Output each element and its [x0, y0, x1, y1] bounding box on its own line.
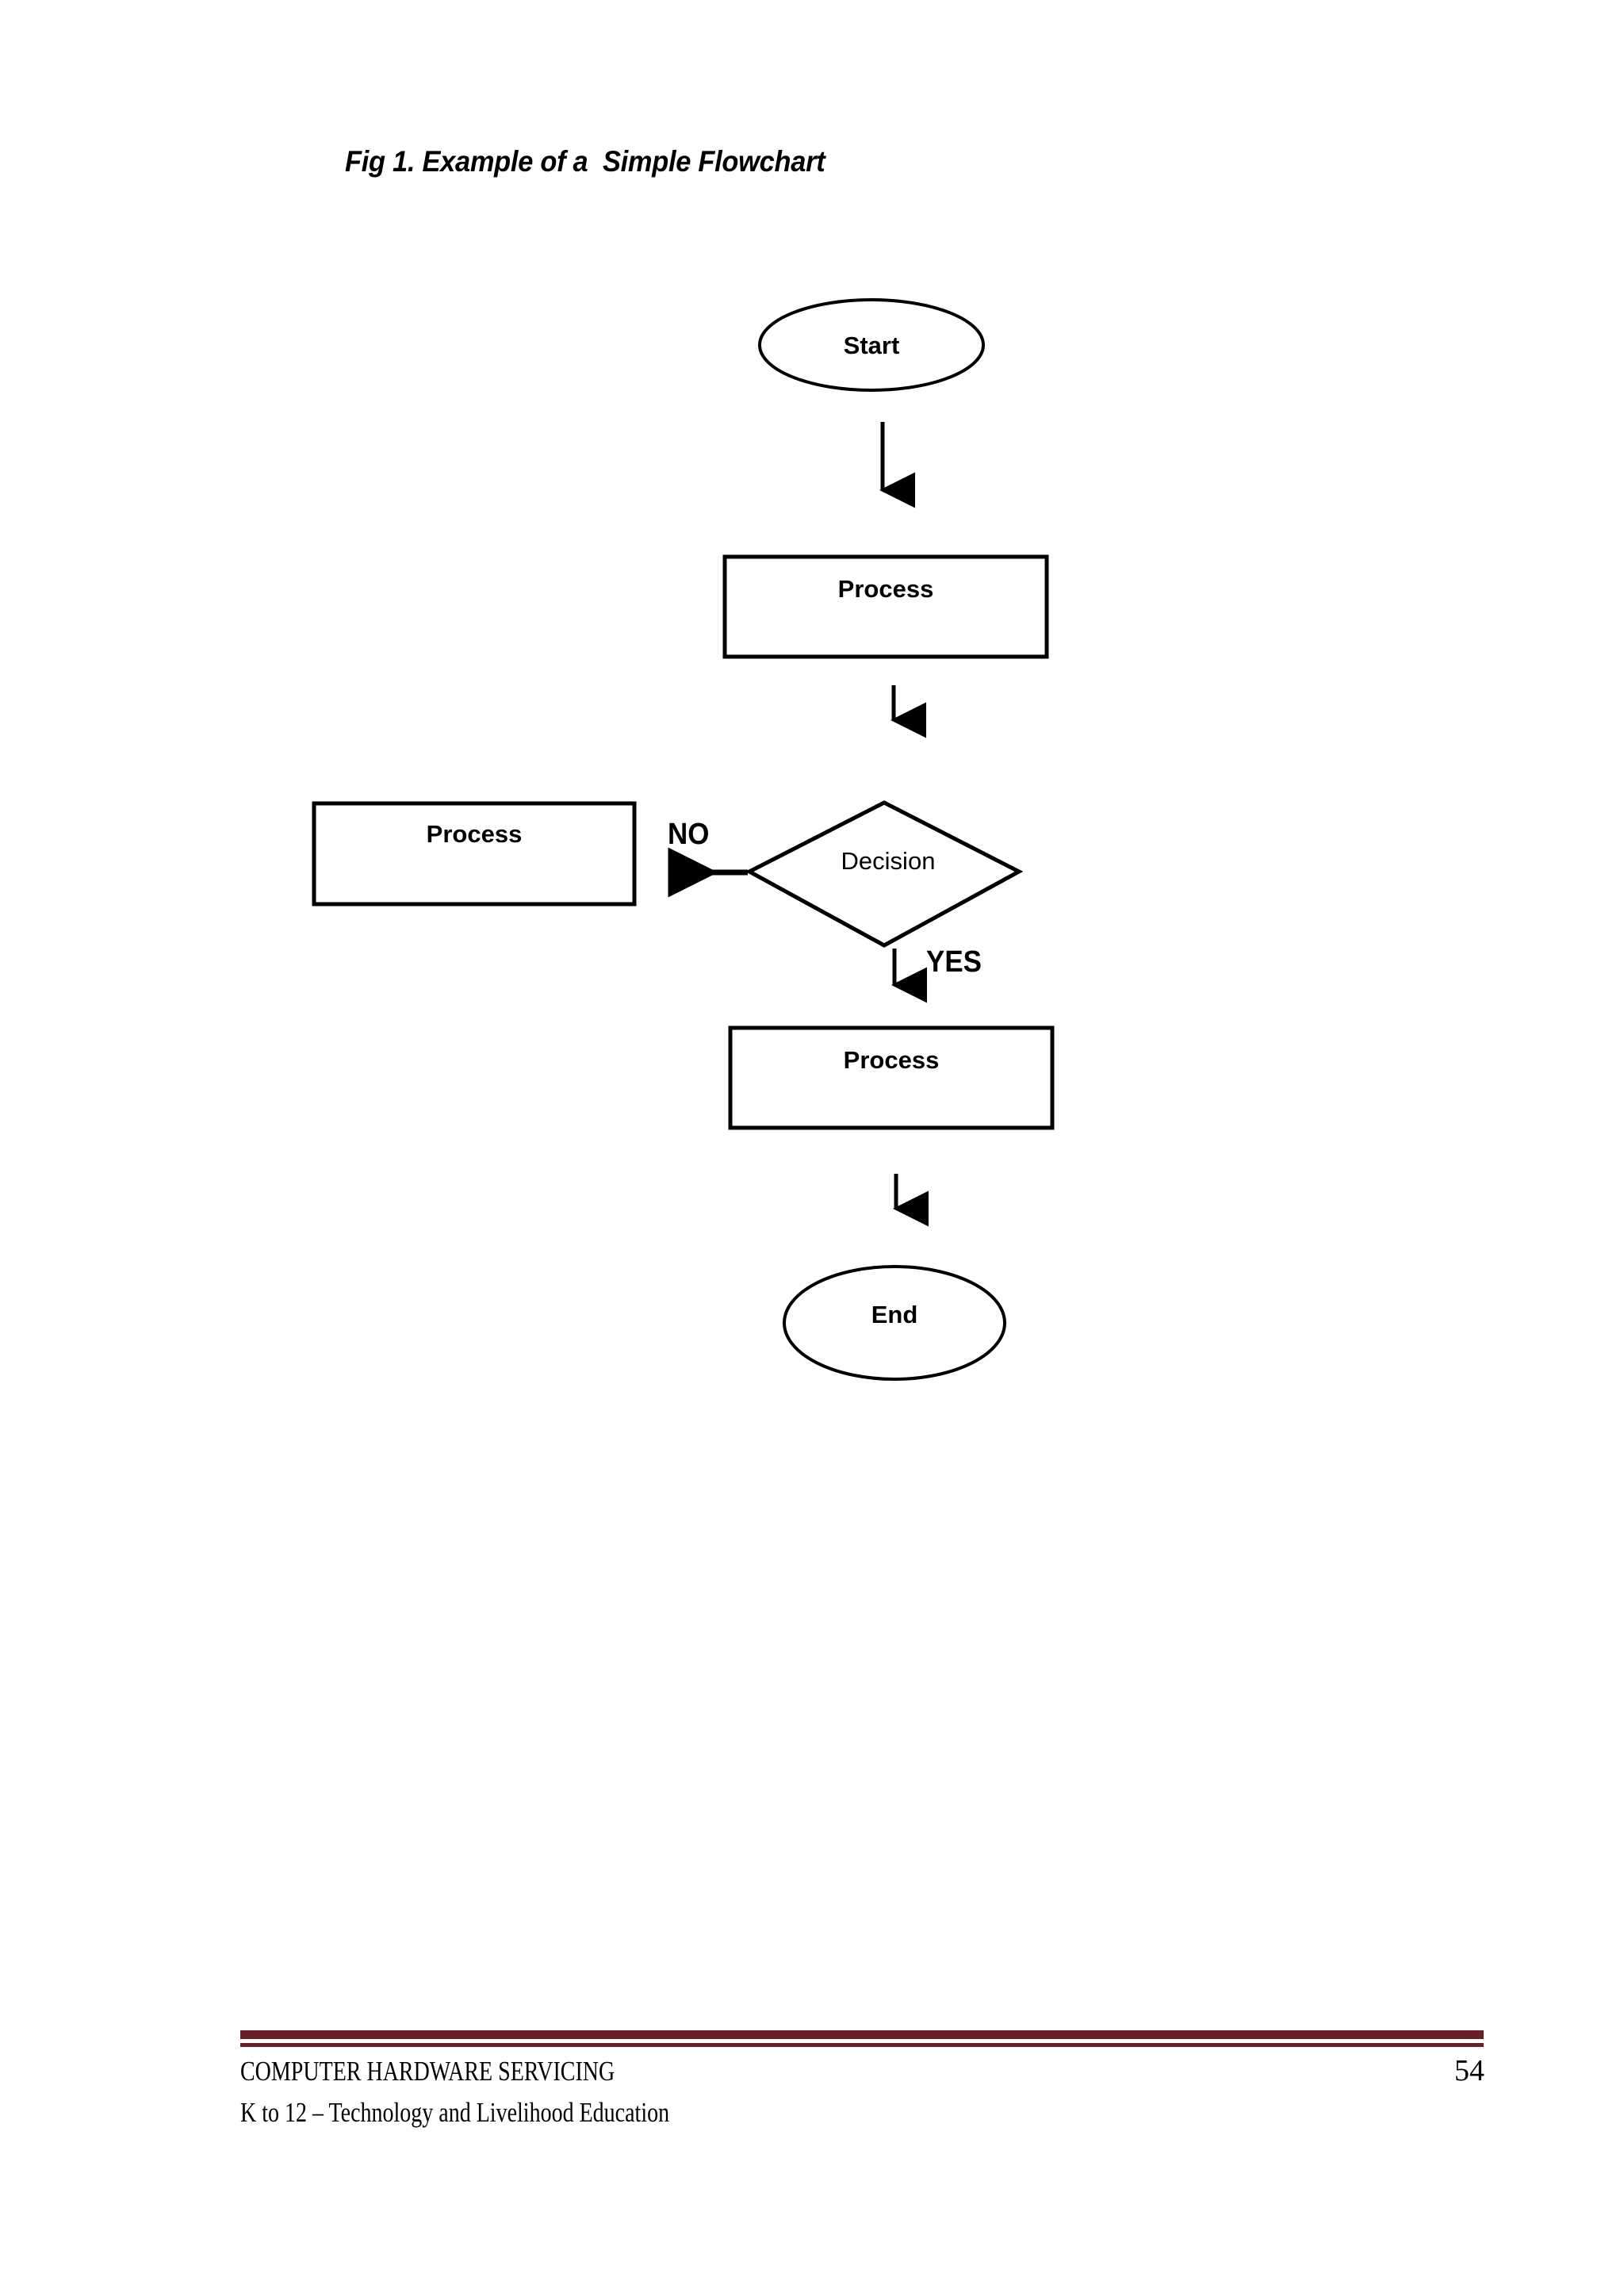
node-process1-label: Process: [837, 575, 934, 603]
flowchart-diagram: [312, 298, 1055, 1381]
footer-divider-thin: [240, 2043, 1484, 2047]
footer-program-title: K to 12 – Technology and Livelihood Educ…: [240, 2097, 670, 2128]
node-decision-shape[interactable]: [745, 800, 1024, 948]
node-process1-shape[interactable]: [722, 554, 1049, 659]
footer-subject-title: COMPUTER HARDWARE SERVICING: [240, 2056, 615, 2087]
node-start-shape[interactable]: [758, 298, 985, 392]
node-process3-label: Process: [843, 1046, 940, 1074]
node-end-shape[interactable]: [783, 1265, 1006, 1381]
node-start-label: Start: [843, 332, 900, 359]
edge-label-no: NO: [668, 818, 710, 851]
node-decision-label: Decision: [841, 847, 936, 875]
figure-title: Fig 1. Example of a Simple Flowchart: [345, 145, 825, 178]
node-process3-shape[interactable]: [728, 1025, 1055, 1130]
edge-label-yes: YES: [926, 945, 982, 979]
node-process2-label: Process: [426, 820, 523, 848]
node-end-label: End: [871, 1301, 918, 1328]
footer-page-number: 54: [1454, 2054, 1484, 2087]
footer-divider-thick: [240, 2030, 1484, 2039]
node-process2-shape[interactable]: [312, 801, 637, 907]
